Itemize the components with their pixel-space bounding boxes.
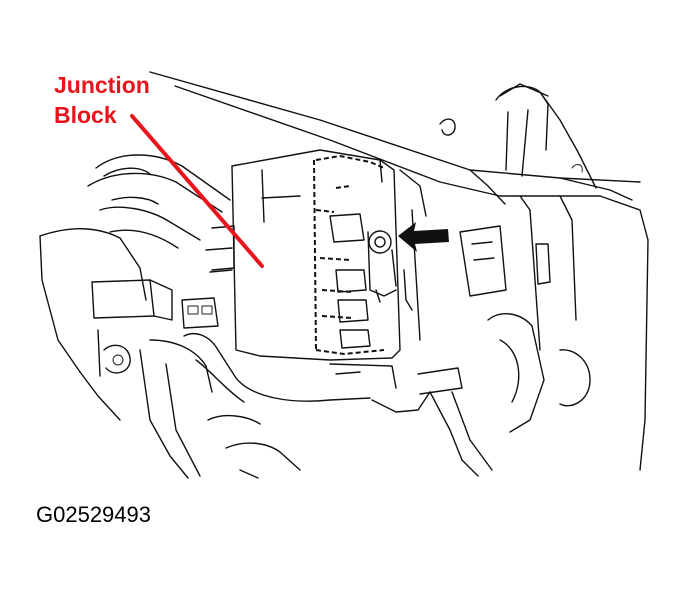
right-bracket (459, 195, 591, 433)
bolt-terminal (367, 230, 413, 311)
figure-id: G02529493 (36, 502, 151, 527)
upper-bracket (439, 83, 597, 189)
dashboard-outline (149, 71, 649, 471)
lower-harness (139, 332, 493, 479)
left-harness (39, 154, 231, 373)
left-connector (91, 279, 219, 329)
lower-mount (79, 329, 131, 421)
junction-block-housing (205, 149, 427, 361)
junction-block-label-line2: Block (54, 102, 117, 128)
junction-block-dashed-outline (313, 154, 385, 356)
callout-leader-line (130, 114, 264, 268)
junction-block-slots (329, 213, 371, 349)
junction-block-label-line1: Junction (54, 72, 150, 98)
arrow-left-icon (398, 222, 449, 252)
